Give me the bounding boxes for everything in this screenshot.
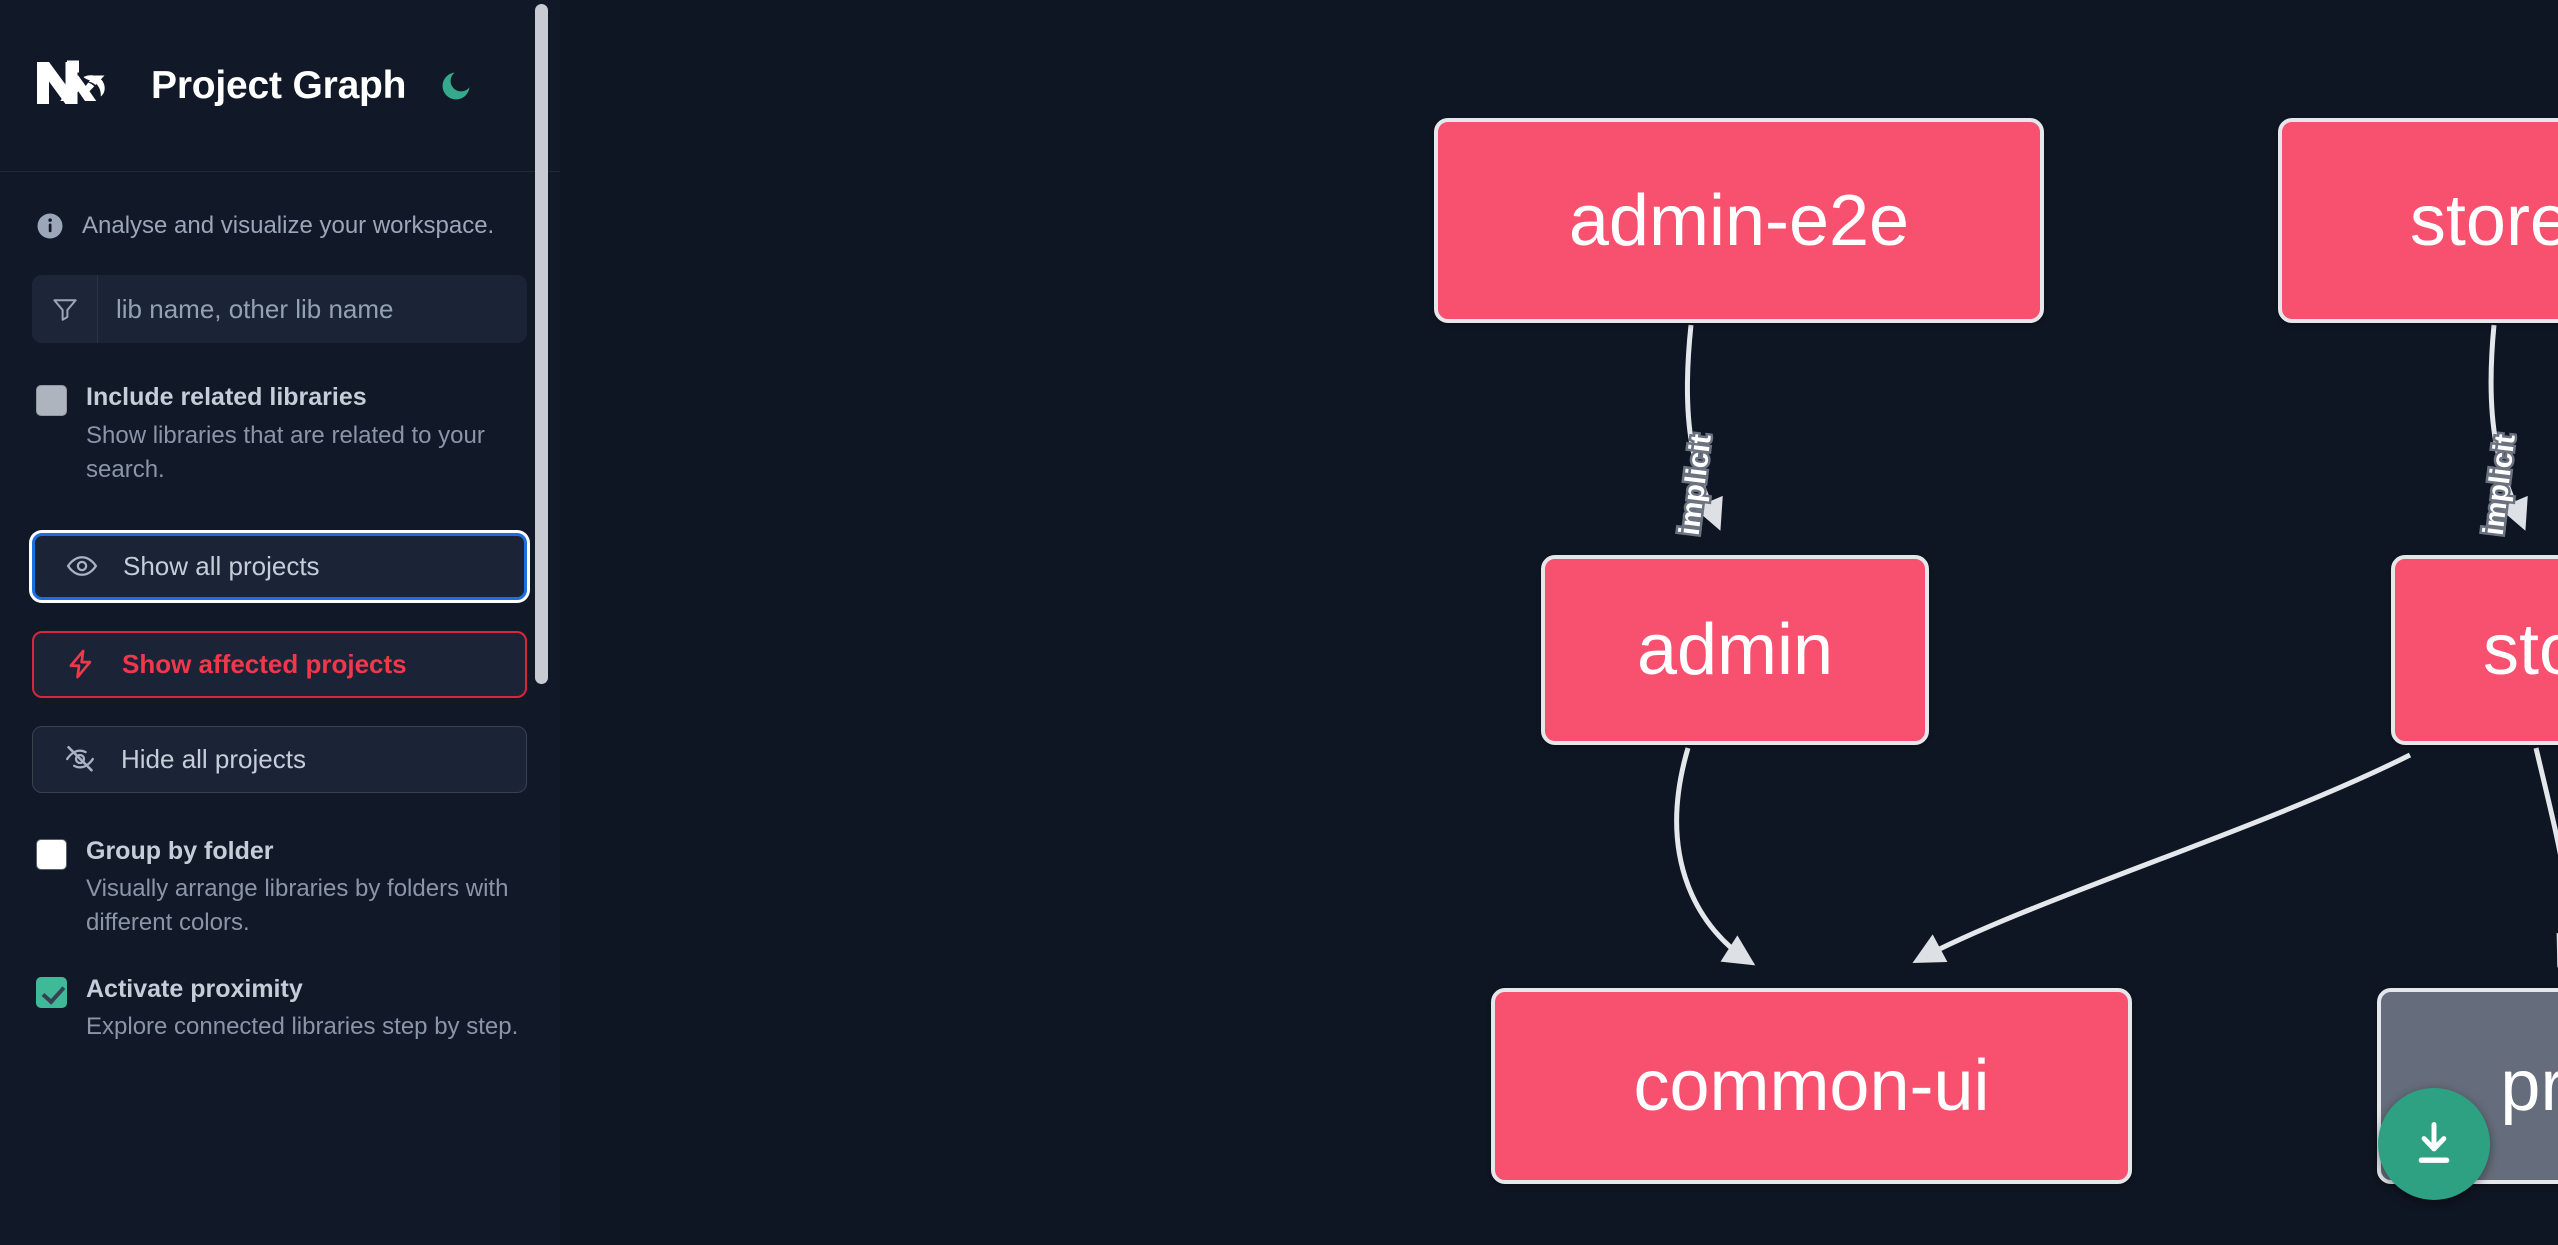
checkbox-include-related-libraries[interactable] [36,385,67,417]
graph-edges [1674,324,2558,968]
eye-off-icon [63,742,97,776]
info-icon [35,211,65,241]
lightning-icon [64,647,98,681]
edge-store-common-ui [1912,752,2412,963]
sidebar: Project Graph Analyse and visualize your… [0,0,560,1245]
sidebar-body: Analyse and visualize your workspace. In… [0,172,560,1044]
hide-all-projects-button[interactable]: Hide all projects [32,725,527,793]
info-text: Analyse and visualize your workspace. [82,212,495,239]
graph-canvas[interactable]: admin-e2e store-e2e admin store common-ui pro… [560,0,2558,1245]
edge-store-products [2533,747,2558,968]
button-label: Show affected projects [122,648,407,679]
search-field[interactable] [32,275,527,344]
page-title: Project Graph [151,63,407,107]
node-label: common-ui [1633,1046,1990,1126]
moon-icon[interactable] [436,66,476,106]
option-description: Visually arrange libraries by folders wi… [86,875,509,937]
checkbox-activate-proximity[interactable] [36,976,67,1008]
graph-node-common-ui[interactable]: common-ui [1491,988,2132,1184]
graph-node-store-e2e[interactable]: store-e2e [2278,118,2558,323]
option-activate-proximity[interactable]: Activate proximity Explore connected lib… [32,971,528,1045]
option-label: Include related libraries [86,383,367,412]
node-label: products [2500,1046,2558,1126]
option-description: Explore connected libraries step by step… [86,1013,519,1040]
checkbox-group-by-folder[interactable] [36,838,67,870]
option-label: Activate proximity [86,974,303,1003]
button-label: Show all projects [123,550,320,581]
option-label: Group by folder [86,836,274,865]
filter-icon [32,275,98,344]
eye-icon [65,549,99,583]
show-affected-projects-button[interactable]: Show affected projects [32,630,527,698]
node-label: store [2482,610,2558,690]
download-image-button[interactable] [2378,1088,2490,1200]
button-label: Hide all projects [121,743,306,774]
graph-node-admin[interactable]: admin [1541,555,1929,745]
show-all-projects-button[interactable]: Show all projects [32,532,527,600]
search-input[interactable] [98,275,527,344]
graph-node-store[interactable]: store [2391,555,2558,745]
sidebar-scrollbar[interactable] [535,4,548,684]
node-label: admin [1636,610,1834,690]
graph-node-admin-e2e[interactable]: admin-e2e [1434,118,2044,323]
edge-admin-common-ui [1674,747,1756,966]
edge-store-e2e-store [2488,324,2528,531]
sidebar-header: Project Graph [0,0,560,172]
option-include-related-libraries[interactable]: Include related libraries Show libraries… [32,379,528,487]
edge-admin-e2e-admin [1684,324,1723,531]
node-label: store-e2e [2409,180,2558,261]
option-group-by-folder[interactable]: Group by folder Visually arrange librari… [32,833,528,941]
option-description: Show libraries that are related to your … [86,421,485,483]
info-banner: Analyse and visualize your workspace. [32,172,528,275]
nx-logo [34,55,124,117]
node-label: admin-e2e [1568,180,1910,261]
